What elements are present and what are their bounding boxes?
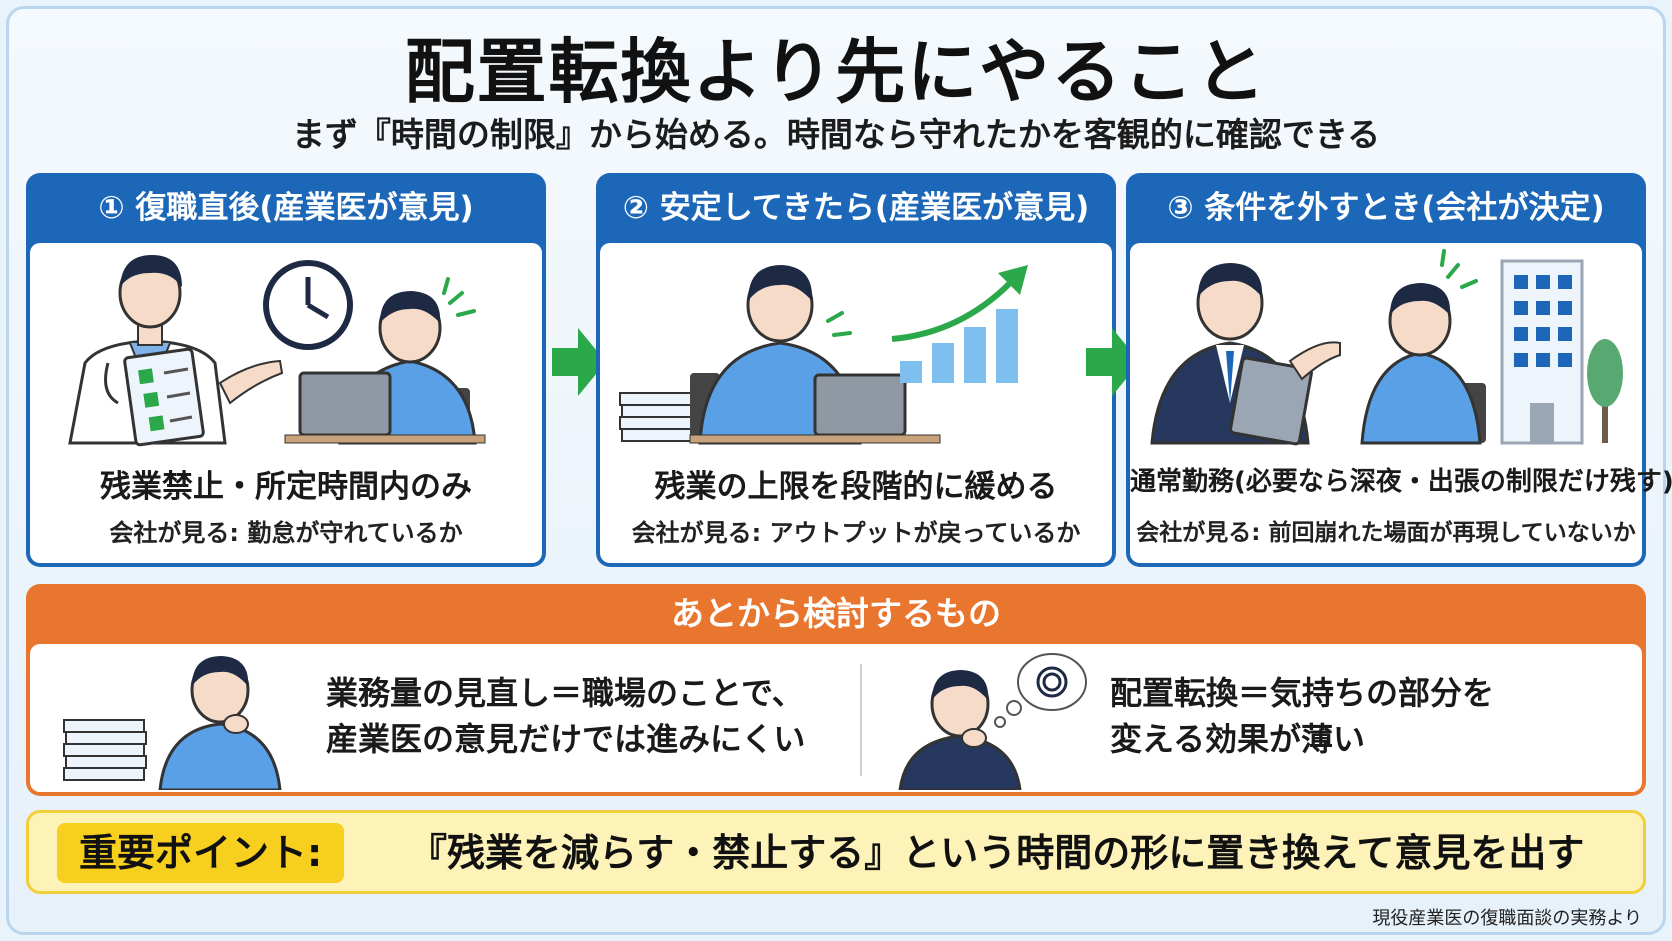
step-card-1: ① 復職直後(産業医が意見) [26,173,546,567]
laptop-icon [284,371,486,444]
step-body: 通常勤務(必要なら深夜・出張の制限だけ残す) 会社が見る: 前回崩れた場面が再現… [1130,243,1672,563]
key-point-text: 『残業を減らす・禁止する』という時間の形に置き換えて意見を出す [409,831,1585,875]
later-item-relocation: 配置転換＝気持ちの部分を 変える効果が薄い [1110,674,1495,758]
step-card-3: ③ 条件を外すとき(会社が決定) [1126,173,1672,567]
bar-growth-icon [891,265,1028,383]
arrow-right-icon [552,328,606,396]
step-header: ② 安定してきたら(産業医が意見) [622,190,1090,226]
tree-icon [1587,339,1623,443]
laptop-icon [689,373,941,444]
manager-and-worker-illustration [1150,249,1623,446]
doctor-and-worker-illustration [68,255,486,447]
step-header: ③ 条件を外すとき(会社が決定) [1167,190,1605,226]
step-check-text: 会社が見る: 前回崩れた場面が再現していないか [1136,520,1636,546]
step-body: 残業禁止・所定時間内のみ 会社が見る: 勤怠が守れているか [30,243,542,563]
page-title: 配置転換より先にやること [404,31,1268,113]
step-main-text: 残業の上限を段階的に緩める [654,469,1058,505]
document-stack-icon [63,719,147,781]
later-item-workload: 業務量の見直し＝職場のことで、 産業医の意見だけでは進みにくい [326,674,806,758]
worried-manager-illustration [898,653,1087,790]
source-credit: 現役産業医の復職面談の実務より [1372,908,1642,929]
step-card-2: ② 安定してきたら(産業医が意見) [596,173,1116,567]
thinking-worker-illustration [63,656,282,790]
key-point-label: 重要ポイント: [57,823,345,883]
step-main-text: 通常勤務(必要なら深夜・出張の制限だけ残す) [1130,467,1672,497]
document-stack-icon [619,392,695,442]
checklist-icon [138,367,193,432]
worker-growth-illustration [619,265,1028,445]
clock-icon [263,260,353,350]
later-consideration-panel: あとから検討するもの 業務量の見直し＝職場のことで、 産業医の意見だけでは進みに… [26,584,1646,796]
thought-bubble-icon [994,653,1087,728]
arrow-right-icon [1086,328,1140,396]
step-main-text: 残業禁止・所定時間内のみ [100,469,472,505]
divider [860,664,862,776]
key-point-banner: 重要ポイント: 『残業を減らす・禁止する』という時間の形に置き換えて意見を出す [26,810,1646,894]
later-body: 業務量の見直し＝職場のことで、 産業医の意見だけでは進みにくい 配置転換＝気持ち… [30,644,1642,792]
later-header: あとから検討するもの [671,594,1001,633]
page-subtitle: まず『時間の制限』から始める。時間なら守れたかを客観的に確認できる [291,115,1381,154]
step-check-text: 会社が見る: アウトプットが戻っているか [631,519,1081,547]
step-header: ① 復職直後(産業医が意見) [98,190,474,226]
office-building-icon [1500,259,1584,445]
step-check-text: 会社が見る: 勤怠が守れているか [109,519,463,547]
step-body: 残業の上限を段階的に緩める 会社が見る: アウトプットが戻っているか [600,243,1112,563]
